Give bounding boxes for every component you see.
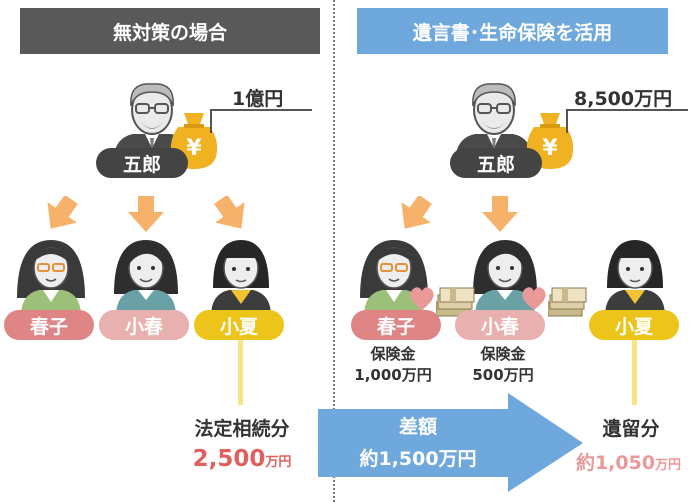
heart-icon — [410, 287, 434, 310]
heir-badge-koharu: 小春 — [455, 310, 545, 340]
right-result-amount: 約1,050万円 — [560, 448, 697, 475]
father-name-badge: 五郎 — [450, 148, 542, 178]
left-banner: 無対策の場合 — [20, 8, 320, 54]
insurance-label: 保険金 — [480, 345, 526, 363]
down-arrow-icon — [43, 196, 79, 232]
down-arrow-icon — [213, 196, 249, 232]
insurance-label: 保険金 — [370, 345, 416, 363]
left-result-unit: 万円 — [265, 455, 292, 470]
heir-badge-haruko: 春子 — [4, 310, 94, 340]
right-result-label: 遺留分 — [602, 418, 660, 440]
heir-name: 春子 — [376, 315, 415, 338]
difference-value: 約1,500万円 — [359, 448, 477, 470]
right-arrow-icon — [318, 393, 583, 492]
heir-badge-konatsu: 小夏 — [589, 310, 679, 340]
left-result-value: 2,500 — [192, 446, 266, 472]
difference-label: 差額 — [398, 416, 437, 438]
father-name: 五郎 — [122, 153, 161, 176]
down-arrow-icon — [397, 196, 433, 232]
left-result-amount: 2,500万円 — [168, 446, 316, 472]
heart-icon — [522, 287, 546, 310]
heir-name: 小夏 — [219, 315, 258, 338]
down-arrow-icon — [482, 196, 518, 232]
woman-glasses-icon — [16, 239, 86, 316]
insurance-payout-haruko: 保険金 1,000万円 — [338, 344, 448, 386]
right-estate-amount: 8,500万円 — [574, 88, 673, 110]
down-arrow-icon — [128, 196, 164, 232]
girl-icon — [604, 239, 666, 316]
right-banner-title: 遺言書･生命保険を活用 — [412, 21, 613, 44]
insurance-value: 500万円 — [472, 366, 534, 384]
heir-name: 春子 — [29, 315, 68, 338]
amount-leader-line — [210, 109, 312, 133]
insurance-payout-koharu: 保険金 500万円 — [448, 344, 558, 386]
right-result-value: 約1,050 — [575, 452, 656, 474]
connector-line — [238, 340, 243, 405]
heir-name: 小夏 — [614, 315, 653, 338]
heir-badge-koharu: 小春 — [99, 310, 189, 340]
woman-icon — [113, 239, 179, 316]
left-banner-title: 無対策の場合 — [112, 21, 227, 44]
father-name: 五郎 — [476, 153, 515, 176]
left-result-label: 法定相続分 — [194, 418, 290, 440]
heir-badge-haruko: 春子 — [351, 310, 441, 340]
center-divider — [333, 0, 335, 502]
left-estate-amount: 1億円 — [232, 88, 284, 110]
insurance-value: 1,000万円 — [354, 366, 432, 384]
heir-badge-konatsu: 小夏 — [194, 310, 284, 340]
right-result-unit: 万円 — [655, 458, 682, 473]
girl-icon — [210, 239, 272, 316]
cash-stack-icon — [548, 287, 587, 317]
heir-name: 小春 — [480, 315, 519, 338]
heir-name: 小春 — [124, 315, 163, 338]
amount-leader-line — [566, 109, 688, 133]
right-banner: 遺言書･生命保険を活用 — [357, 8, 668, 54]
father-name-badge: 五郎 — [96, 148, 188, 178]
connector-line — [632, 340, 637, 405]
